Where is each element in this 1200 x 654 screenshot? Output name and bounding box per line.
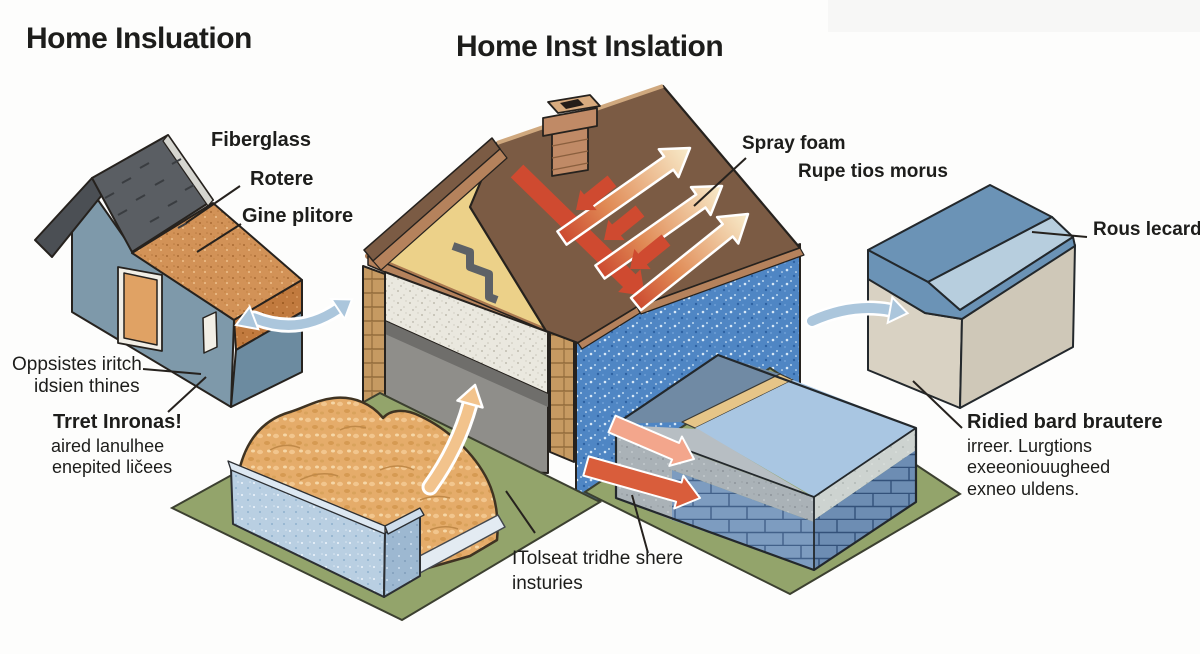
slab-top-back — [616, 355, 780, 424]
leader-tolseat-left — [505, 490, 536, 534]
slab-front-bricks — [672, 470, 814, 570]
slab-front-band — [672, 446, 814, 522]
leader-spray-foam — [693, 157, 747, 207]
title-left: Home Insluation — [26, 22, 252, 55]
heat-arrow-down-2 — [604, 205, 645, 241]
caption-ridied-line1: irreer. Lurgtions — [967, 436, 1093, 456]
caption-trret-line2: enepited ličees — [52, 457, 173, 477]
label-rotere: Rotere — [250, 168, 314, 190]
heat-arrow-up-3 — [629, 212, 750, 312]
flow-arrows — [234, 295, 910, 333]
slab-arrow-salmon — [607, 414, 695, 467]
caption-oppsistes-line1: Oppsistes iritch — [12, 354, 142, 375]
slab-top-surface — [695, 380, 916, 497]
rigid-board-illustration — [867, 184, 1076, 409]
left-flow-arrowhead-left — [234, 304, 260, 331]
leader-rous — [1031, 231, 1088, 238]
caption-trret-line1: aired lanulhee — [51, 436, 165, 456]
left-house-window — [123, 272, 158, 346]
attic-vent-duct — [451, 242, 499, 304]
label-fiberglass: Fiberglass — [211, 129, 312, 151]
left-flow-arrowhead-right — [329, 297, 354, 322]
slab-arrow-red — [582, 455, 701, 510]
slab-outline — [614, 353, 918, 572]
heat-arrow-up-1 — [556, 146, 692, 246]
blow-arrow — [424, 398, 476, 493]
leader-rotere — [185, 185, 241, 224]
right-flow-arrowhead — [886, 295, 910, 325]
label-gine-plitore: Gine plitore — [242, 205, 354, 227]
foundation-slab — [582, 353, 918, 572]
label-rupe-tios-morus: Rupe tios morus — [798, 161, 948, 182]
bin-rim-front — [227, 460, 386, 535]
leader-ridied — [912, 380, 963, 429]
roof-heat-arrows — [510, 146, 750, 312]
leader-oppsistes — [142, 368, 202, 375]
leader-lines — [142, 157, 1088, 554]
garage-door-header — [385, 321, 548, 407]
left-house-door — [202, 311, 218, 354]
heat-arrow-down-3 — [630, 234, 671, 270]
title-center: Home Inst Inslation — [456, 30, 724, 63]
slab-side-band — [814, 428, 916, 520]
right-flow-arrow — [807, 303, 895, 326]
caption-trret-heading: Trret Inronas! — [53, 411, 182, 433]
board-roof-front-edge — [867, 236, 1076, 320]
leader-gine — [196, 223, 242, 253]
label-spray-foam: Spray foam — [742, 133, 846, 154]
caption-ridied-line2: exeeoniouugheed — [967, 457, 1111, 477]
heat-arrow-down-1 — [576, 175, 617, 211]
loose-fill-insulation — [227, 383, 506, 598]
blow-arrow-head — [456, 383, 484, 409]
slab-side-bricks — [814, 450, 916, 570]
caption-tolseat-line2: insturies — [512, 573, 583, 594]
bin-rim-side — [384, 507, 425, 535]
caption-tolseat-line1: ITolseat tridhe shere — [512, 548, 684, 569]
brick-column-right — [549, 327, 575, 463]
roof-shingle-marks — [104, 158, 195, 229]
pile-texture-lines — [269, 425, 459, 531]
loose-fill-pile — [237, 396, 499, 570]
label-rous-lecard: Rous lecard — [1093, 219, 1200, 240]
caption-ridied-line3: exneo uldens. — [967, 479, 1080, 499]
chimney — [542, 94, 601, 177]
leader-tolseat-right — [631, 494, 649, 554]
leader-trret — [167, 376, 207, 413]
gable-eave-trim — [372, 148, 508, 271]
heat-arrow-up-2 — [594, 184, 724, 280]
caption-oppsistes-line2: idsien thines — [34, 376, 140, 397]
left-flow-arrow — [249, 304, 343, 330]
eave-fascia-left — [577, 306, 641, 350]
caption-ridied-heading: Ridied bard brautere — [967, 411, 1163, 433]
left-roof-fascia — [162, 134, 214, 207]
corner-tint — [828, 0, 1200, 32]
